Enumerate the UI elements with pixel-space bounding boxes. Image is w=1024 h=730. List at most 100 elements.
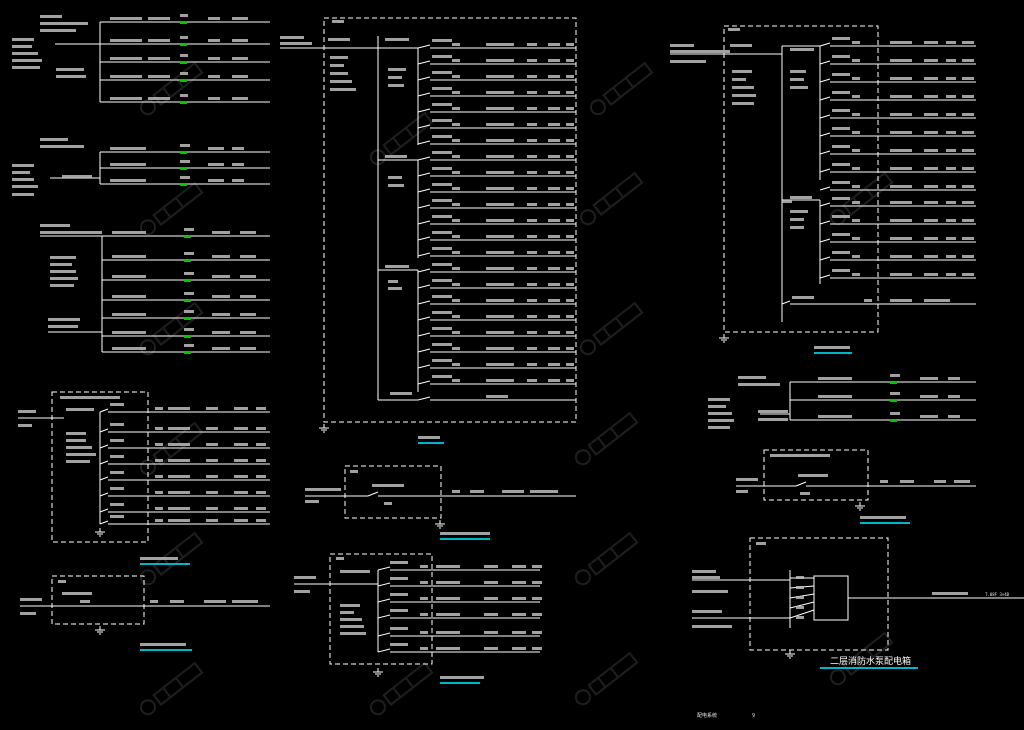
text-mark	[432, 343, 452, 346]
text-mark	[924, 95, 938, 98]
text-mark	[566, 203, 574, 206]
text-mark	[708, 419, 734, 422]
breaker-indicator	[184, 317, 191, 320]
breaker-indicator	[180, 101, 187, 104]
text-mark	[256, 407, 266, 410]
text-mark	[432, 327, 452, 330]
text-mark	[548, 155, 560, 158]
watermark-logo-icon	[382, 661, 434, 706]
text-mark	[452, 59, 460, 62]
text-mark	[372, 484, 404, 487]
text-mark	[548, 91, 560, 94]
text-mark	[962, 41, 974, 44]
text-mark	[390, 593, 408, 596]
text-mark	[66, 453, 96, 456]
breaker-indicator	[184, 299, 191, 302]
breaker-switch	[417, 188, 431, 193]
text-mark	[110, 487, 124, 490]
text-mark	[486, 299, 514, 302]
watermark-logo-icon	[369, 111, 434, 166]
text-mark	[148, 57, 170, 60]
text-mark	[208, 75, 220, 78]
text-mark	[566, 171, 574, 174]
text-mark	[206, 519, 218, 522]
breaker-switch	[417, 124, 431, 129]
text-mark	[432, 55, 452, 58]
text-mark	[798, 474, 828, 477]
wiring-diagram	[12, 14, 1024, 684]
watermark-logo-icon	[174, 547, 184, 558]
breaker-switch	[795, 481, 807, 487]
text-mark	[548, 59, 560, 62]
text-mark	[420, 581, 428, 584]
text-mark	[452, 347, 460, 350]
text-mark	[728, 28, 740, 31]
text-mark	[432, 183, 452, 186]
text-mark	[924, 219, 938, 222]
text-mark	[140, 557, 178, 560]
watermark-logo-icon	[589, 99, 606, 116]
text-mark	[232, 97, 248, 100]
text-mark	[832, 55, 850, 58]
text-mark	[62, 175, 92, 178]
text-mark	[184, 228, 194, 231]
breaker-switch	[377, 566, 391, 571]
text-mark	[436, 631, 460, 634]
text-mark	[758, 410, 788, 413]
text-mark	[512, 581, 526, 584]
text-mark	[388, 76, 402, 79]
text-mark	[527, 107, 537, 110]
text-mark	[234, 475, 248, 478]
text-mark	[548, 363, 560, 366]
text-mark	[790, 70, 806, 73]
watermark-logo-icon	[162, 687, 172, 698]
text-mark	[486, 171, 514, 174]
text-mark	[388, 184, 404, 187]
text-mark	[12, 193, 34, 196]
text-mark	[385, 155, 407, 158]
text-mark	[946, 59, 956, 62]
watermark-logo-icon	[174, 317, 184, 328]
breaker-switch	[417, 220, 431, 225]
text-mark	[452, 363, 460, 366]
text-mark	[486, 379, 514, 382]
text-mark	[832, 109, 850, 112]
text-mark	[832, 269, 850, 272]
text-mark	[180, 160, 190, 163]
text-mark	[527, 235, 537, 238]
text-mark	[692, 576, 720, 579]
watermark-logo-icon	[404, 127, 414, 138]
text-mark	[305, 488, 341, 491]
text-mark	[110, 423, 124, 426]
text-mark	[420, 597, 428, 600]
starter-wire	[789, 601, 815, 609]
text-mark	[340, 625, 364, 628]
text-mark	[946, 237, 956, 240]
text-mark	[184, 292, 194, 295]
breaker-switch	[417, 44, 431, 49]
text-mark	[890, 77, 912, 80]
text-mark	[418, 436, 440, 439]
text-mark	[436, 597, 460, 600]
watermark-logo-icon	[139, 661, 204, 716]
text-mark	[420, 631, 428, 634]
text-mark	[168, 427, 190, 430]
text-mark	[527, 363, 537, 366]
text-mark	[440, 532, 490, 535]
text-mark	[548, 203, 560, 206]
watermark-logo-icon	[152, 661, 204, 706]
watermark-logo-icon	[597, 557, 607, 568]
text-mark	[452, 91, 460, 94]
text-mark	[484, 581, 498, 584]
text-mark	[890, 299, 912, 302]
text-mark	[890, 374, 900, 377]
text-mark	[796, 576, 804, 579]
text-mark	[390, 577, 408, 580]
text-mark	[452, 235, 460, 238]
text-mark	[234, 427, 248, 430]
text-mark	[486, 139, 514, 142]
text-mark	[168, 519, 190, 522]
text-mark	[890, 219, 912, 222]
text-mark	[208, 179, 224, 182]
text-mark	[110, 515, 124, 518]
